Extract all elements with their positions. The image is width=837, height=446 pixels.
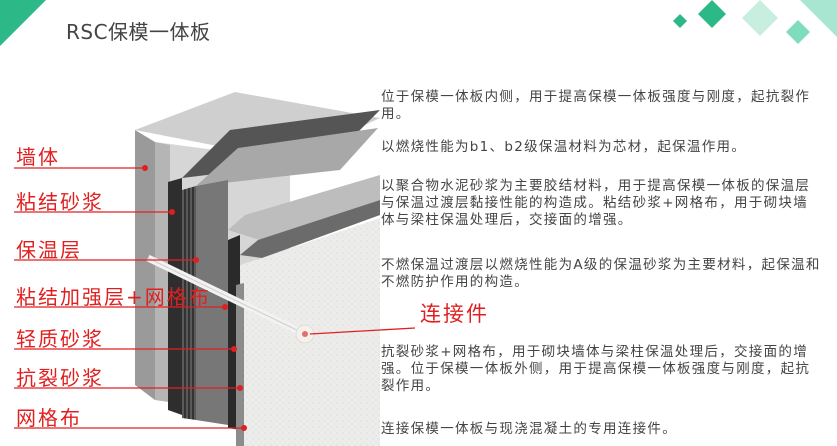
description-5: 抗裂砂浆+网格布，用于砌块墙体与梁柱保温处理后，交接面的增强。位于保模一体板外侧…: [381, 344, 811, 394]
description-4: 不燃保温过渡层以燃烧性能为A级的保温砂浆为主要材料，起保温和不燃防护作用的构造。: [381, 257, 821, 290]
insulation-layer: [182, 128, 378, 425]
leader-dots: [142, 165, 247, 431]
label-crack-mortar: 抗裂砂浆: [16, 366, 104, 390]
description-6: 连接保模一体板与现浇混凝土的专用连接件。: [381, 421, 677, 437]
label-insulation: 保温层: [16, 238, 82, 262]
description-2: 以燃烧性能为b1、b2级保温材料为芯材，起保温作用。: [381, 139, 747, 155]
connector-rod: [146, 254, 315, 344]
description-3: 以聚合物水泥砂浆为主要胶结材料，用于提高保模一体板的保温层与保温过渡层黏接性能的…: [381, 178, 811, 228]
leader-lines: [14, 167, 416, 429]
diamond-decoration: [673, 0, 837, 44]
label-bond-mortar: 粘结砂浆: [16, 190, 104, 214]
label-reinforce: 粘结加强层+网格布: [16, 285, 211, 309]
description-1: 位于保模一体板内侧，用于提高保模一体板强度与刚度，起抗裂作用。: [381, 89, 811, 122]
reinforce-layer: [228, 175, 380, 430]
corner-decoration: [0, 0, 46, 46]
label-mesh: 网格布: [16, 406, 82, 430]
page-title: RSC保模一体板: [66, 20, 211, 44]
label-connector: 连接件: [420, 302, 489, 326]
label-wall: 墙体: [16, 145, 60, 169]
label-light-mortar: 轻质砂浆: [16, 327, 104, 351]
